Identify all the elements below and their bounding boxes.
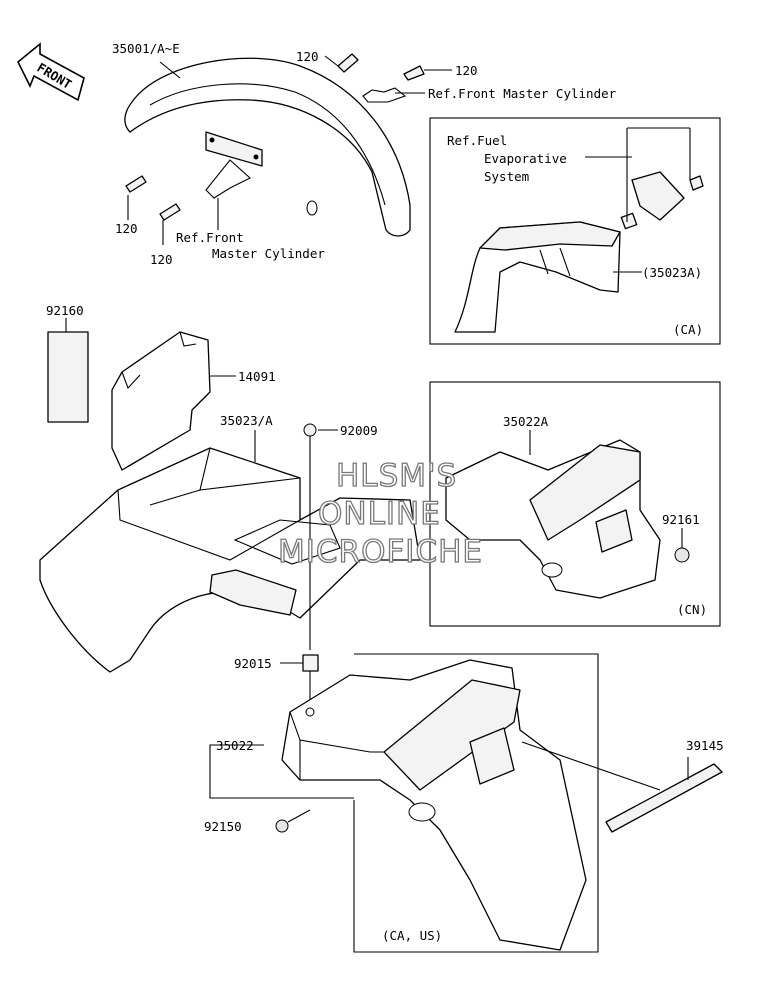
- label-region-ca-us: (CA, US): [382, 928, 442, 943]
- bolt-92009: [303, 423, 338, 650]
- label-35001: 35001/A~E: [112, 41, 180, 56]
- label-35023: 35023/A: [220, 413, 273, 428]
- watermark: HLSM'S ONLINE MICROFICHE: [277, 457, 483, 570]
- label-35022a: 35022A: [503, 414, 549, 429]
- watermark-line-1: HLSM'S: [336, 458, 457, 494]
- label-92160: 92160: [46, 303, 84, 318]
- bolt-120-low: [159, 203, 181, 221]
- cover-14091: [111, 331, 236, 471]
- rear-fender-35022: [281, 659, 587, 951]
- region-box-ca-us: [353, 653, 599, 953]
- front-arrow-icon: FRONT: [16, 42, 85, 102]
- rear-fender-inner-35023: [39, 430, 421, 673]
- label-14091: 14091: [238, 369, 276, 384]
- bolt-120-left: [125, 175, 147, 193]
- label-region-cn: (CN): [677, 602, 707, 617]
- bolt-92150: [275, 809, 311, 833]
- rear-fender-cn: [445, 430, 690, 599]
- label-39145: 39145: [686, 738, 724, 753]
- brake-hose-clamp-top: [362, 87, 407, 103]
- label-92161: 92161: [662, 512, 700, 527]
- label-ref-fuel-3: System: [484, 169, 529, 184]
- region-box-cn: [429, 381, 721, 627]
- label-120-left: 120: [115, 221, 138, 236]
- evap-system-fender-ca: [454, 171, 704, 333]
- label-ref-front-master-cylinder-top: Ref.Front Master Cylinder: [428, 86, 617, 101]
- label-ref-fuel-2: Evaporative: [484, 151, 567, 166]
- region-box-ca: [429, 117, 721, 345]
- label-region-ca: (CA): [673, 322, 703, 337]
- brake-hose-clamp-low: [205, 159, 251, 199]
- bolt-120-top: [337, 53, 359, 73]
- watermark-line-3: MICROFICHE: [278, 534, 483, 570]
- front-fender: [124, 57, 411, 237]
- pad-92160: [47, 318, 89, 423]
- label-92009: 92009: [340, 423, 378, 438]
- label-120-top: 120: [296, 49, 319, 64]
- bolt-120-right: [403, 65, 425, 81]
- label-120-low: 120: [150, 252, 173, 267]
- label-35023a: (35023A): [642, 265, 702, 280]
- label-120-right: 120: [455, 63, 478, 78]
- label-ref-fuel-1: Ref.Fuel: [447, 133, 507, 148]
- collar-92015: [280, 654, 319, 705]
- watermark-line-2: ONLINE: [318, 496, 441, 532]
- label-35022: 35022: [216, 738, 254, 753]
- label-92150: 92150: [204, 819, 242, 834]
- trim-strip-39145: [521, 741, 723, 833]
- label-ref-front-mc-low-1: Ref.Front: [176, 230, 244, 245]
- label-92015: 92015: [234, 656, 272, 671]
- label-ref-front-mc-low-2: Master Cylinder: [212, 246, 325, 261]
